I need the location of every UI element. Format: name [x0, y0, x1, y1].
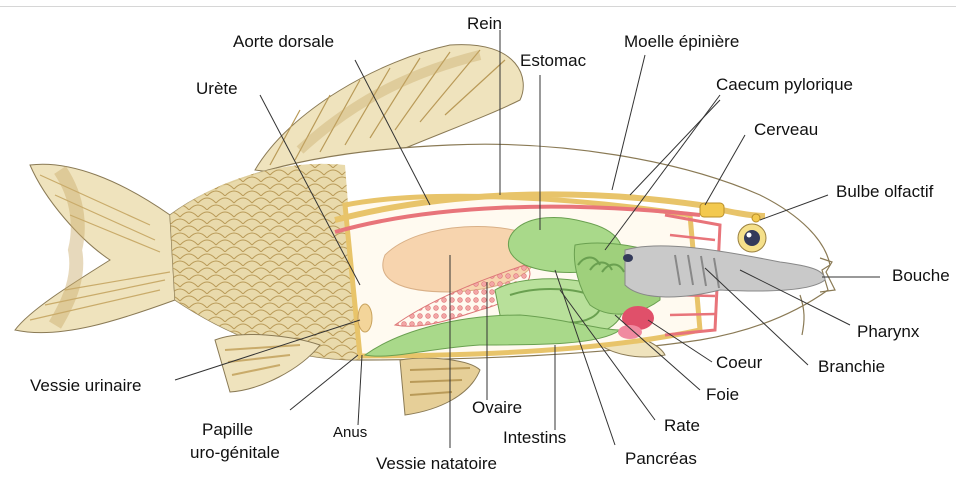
label-ovaire: Ovaire [472, 398, 522, 418]
label-bouche: Bouche [892, 266, 950, 286]
label-cerveau: Cerveau [754, 120, 818, 140]
label-rate: Rate [664, 416, 700, 436]
label-caecum-pylorique: Caecum pylorique [716, 75, 853, 95]
label-vessie-urinaire: Vessie urinaire [30, 376, 142, 396]
label-estomac: Estomac [520, 51, 586, 71]
brain [700, 203, 724, 217]
label-moelle-epiniere: Moelle épinière [624, 32, 739, 52]
label-intestins: Intestins [503, 428, 566, 448]
label-urete: Urète [196, 79, 238, 99]
label-papille-line2: uro-génitale [190, 443, 280, 463]
label-bulbe-olfactif: Bulbe olfactif [836, 182, 933, 202]
label-pharynx: Pharynx [857, 322, 919, 342]
label-branchie: Branchie [818, 357, 885, 377]
olfactory-bulb [752, 214, 760, 222]
eye [738, 224, 766, 252]
label-foie: Foie [706, 385, 739, 405]
label-coeur: Coeur [716, 353, 762, 373]
tail-fin [15, 164, 175, 332]
label-pancreas: Pancréas [625, 449, 697, 469]
urinary-bladder [358, 304, 372, 332]
label-papille-line1: Papille [202, 420, 253, 440]
label-aorte-dorsale: Aorte dorsale [233, 32, 334, 52]
label-anus: Anus [333, 423, 367, 443]
label-vessie-natatoire: Vessie natatoire [376, 454, 497, 474]
label-rein: Rein [467, 14, 502, 34]
